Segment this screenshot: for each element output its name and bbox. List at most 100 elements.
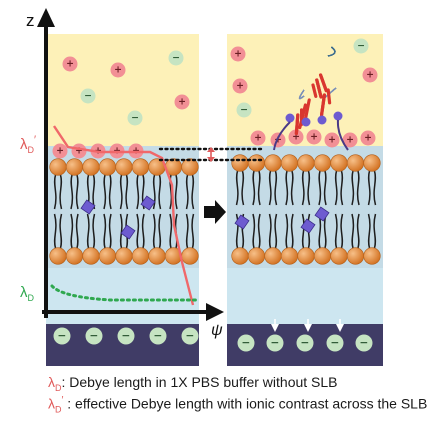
protein-helix [294,113,300,135]
anion-sign: − [131,113,139,124]
substrate-anion: − [237,334,255,352]
lipid-tail [373,213,377,249]
lipid-head [297,247,315,265]
legend-2-subscript: D [55,404,62,415]
lipid-head [148,247,166,265]
lipid-tail [257,213,261,249]
membrane-probe [314,206,330,222]
lipid-tail [252,170,256,206]
protein-strand [327,46,336,57]
lipid-tail [152,174,156,210]
substrate-anion: − [326,334,344,352]
lipid-tail [152,213,156,249]
cation-circle [342,132,358,148]
lipid-tail [174,174,178,210]
lipid-tail [274,170,278,206]
lipid-tail [108,213,112,249]
cation-circle [62,56,78,72]
lipid-tail [351,170,355,206]
cation-sign: + [274,135,282,146]
lipid-tail [301,213,305,249]
lipid-head [297,154,315,172]
right-buffer-region [227,268,383,324]
anchor-bead [301,117,311,127]
right-ions: +−++−+++++++ [230,38,378,148]
cation-sign: + [292,132,300,143]
lipid-tail [268,213,272,249]
psi-axis-arrowhead [206,303,224,321]
lipid-head [313,154,332,172]
protein-helix [320,93,326,117]
membrane-probe [80,199,96,215]
right-solution-region [227,34,383,146]
protein-helix [311,83,318,98]
legend-1-symbol: λ [48,374,55,390]
anion-sign: − [360,336,369,349]
left-panel: ++−−+−+++++ −−−−− [46,34,199,366]
anion-sign: − [172,53,180,64]
lipid-tail [185,174,189,210]
offset-marker-arrow-down [207,157,215,162]
lipid-head [231,247,249,265]
interface-cation: + [324,132,340,148]
lipid-tail [75,174,79,210]
lipid-tail [70,174,74,210]
lipid-head [231,154,249,172]
lipid-head [181,247,199,265]
lipid-tail [285,170,289,206]
lipid-head [65,158,84,176]
cation-sign: + [366,70,374,81]
anion-circle [85,327,103,345]
cation-circle [306,129,322,145]
substrate-anion: − [149,327,167,345]
lipid-tail [301,170,305,206]
left-lipid-bilayer [49,158,199,265]
lipid-head [313,247,332,265]
lipid-tail [185,213,189,249]
legend-2-text: : effective Debye length with ionic cont… [63,395,428,412]
membrane-probe [300,218,316,234]
z-axis-label: z [26,11,35,30]
lipid-head [247,154,266,172]
cation-sign: + [66,59,74,70]
cation-sign: + [178,97,186,108]
right-substrate-charges: −−−−− [237,319,373,352]
lipid-head [82,247,100,265]
lipid-head [346,247,365,265]
lipid-tail [103,213,107,249]
z-axis-arrowhead [37,8,55,27]
lipid-tail [252,213,256,249]
lipid-head [363,247,381,265]
cation-circle [362,67,378,83]
anion-sign: − [154,329,163,342]
anion-circle [127,110,143,126]
anion-sign: − [240,105,248,116]
cation-sign: + [364,133,372,144]
lipid-head [280,154,299,172]
down-arrow [271,324,279,332]
protein-helix [315,78,323,99]
anion-sign: − [90,329,99,342]
cation-circle [324,132,340,148]
cation-circle [52,143,68,159]
lipid-tail [70,213,74,249]
membrane-probe [140,195,156,211]
anion-circle [236,102,252,118]
anion-sign: − [357,41,365,52]
solution-anion: − [236,102,252,118]
membrane-probe [120,224,136,240]
lipid-tail [59,174,63,210]
anion-circle [149,327,167,345]
anion-sign: − [242,336,251,349]
lipid-tail [334,213,338,249]
anion-circle [353,38,369,54]
lipid-tail [191,174,195,210]
lipid-head [264,247,282,265]
substrate-anion: − [355,334,373,352]
substrate-anion: − [117,327,135,345]
lipid-head [131,247,150,265]
lipid-tail [92,213,96,249]
substrate-anion: − [266,334,284,352]
protein-strand [298,89,305,100]
